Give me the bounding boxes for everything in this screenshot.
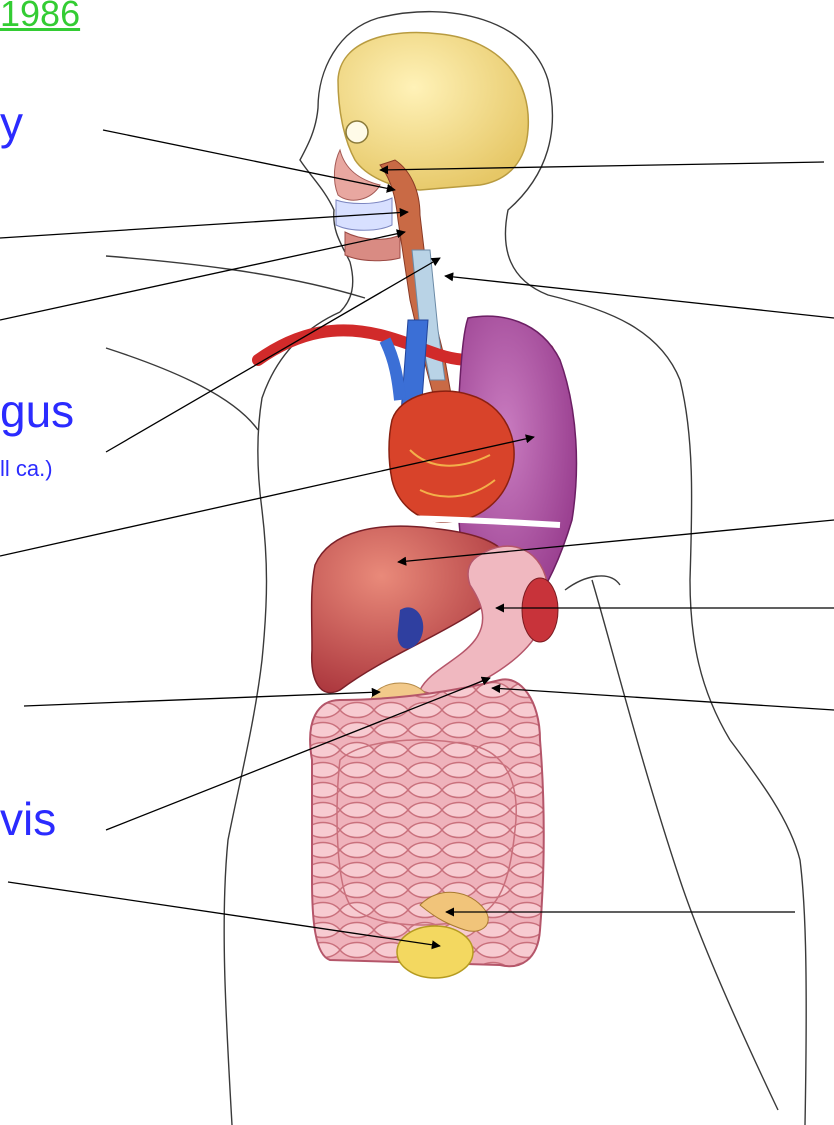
bladder bbox=[397, 926, 473, 978]
skull bbox=[334, 33, 528, 261]
spleen bbox=[522, 578, 558, 642]
pointer-13 bbox=[492, 688, 834, 710]
pointer-10 bbox=[445, 276, 834, 318]
small-intestine bbox=[337, 740, 516, 925]
